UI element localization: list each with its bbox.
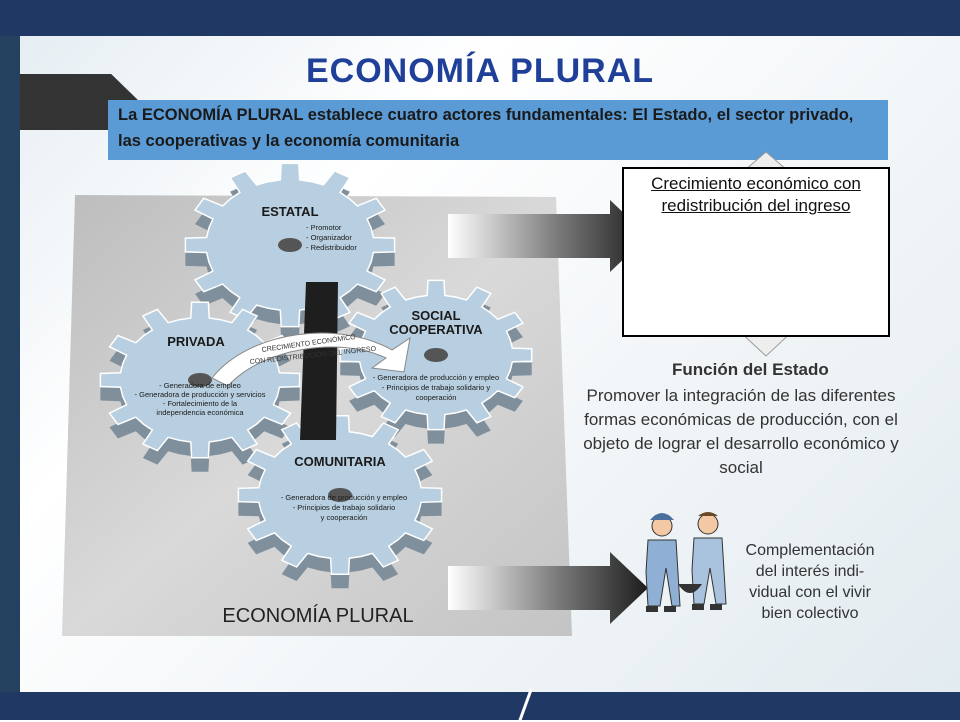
left-bar [0, 36, 20, 692]
gear-cooperativa-item: cooperación [416, 393, 457, 402]
top-bar [0, 0, 960, 36]
gear-cooperativa-item: - Generadora de producción y empleo [373, 373, 499, 382]
gear-privada-label: PRIVADA [167, 334, 225, 349]
gear-cooperativa-hole [424, 348, 448, 362]
arrow-right-bottom [448, 552, 648, 624]
workers-illustration [645, 512, 727, 612]
result-box: Crecimiento económico con redistribución… [622, 167, 890, 337]
gear-privada-hole [188, 373, 212, 387]
gear-estatal-item: - Promotor [306, 223, 342, 232]
gear-privada-item: - Generadora de producción y servicios [135, 390, 266, 399]
gear-estatal-label: ESTATAL [261, 204, 318, 219]
gear-cooperativa-label: SOCIAL [411, 308, 460, 323]
complement-text: Complementación del interés indi- vidual… [745, 542, 875, 622]
gear-comunitaria-item: - Generadora de producción y empleo [281, 493, 407, 502]
gears-layer [99, 162, 533, 589]
center-shaft [300, 282, 338, 440]
curved-banner [211, 332, 411, 387]
gear-privada-item: independencia económica [156, 408, 244, 417]
function-text: Promover la integración de las diferente… [583, 386, 899, 477]
arrow-right-top [448, 200, 648, 272]
gear-comunitaria-hole [328, 488, 352, 502]
gear-comunitaria-item: - Principios de trabajo solidario [293, 503, 396, 512]
gear-privada-item: - Fortalecimiento de la [163, 399, 238, 408]
gear-estatal-item: - Organizador [306, 233, 352, 242]
bottom-bar [0, 692, 960, 720]
gear-cooperativa-label: COOPERATIVA [389, 322, 483, 337]
slide-title: ECONOMÍA PLURAL [305, 52, 655, 90]
gear-comunitaria-label: COMUNITARIA [294, 454, 386, 469]
intro-text: La ECONOMÍA PLURAL establece cuatro acto… [108, 100, 888, 160]
gear-comunitaria-item: y cooperación [321, 513, 368, 522]
gear-privada-item: - Generadora de empleo [159, 381, 241, 390]
diagram-caption: ECONOMÍA PLURAL [222, 604, 413, 627]
function-title: Función del Estado [672, 360, 829, 379]
gear-estatal-hole [278, 238, 302, 252]
gear-estatal-item: - Redistribuidor [306, 243, 357, 252]
gear-cooperativa-item: - Principios de trabajo solidario y [382, 383, 491, 392]
